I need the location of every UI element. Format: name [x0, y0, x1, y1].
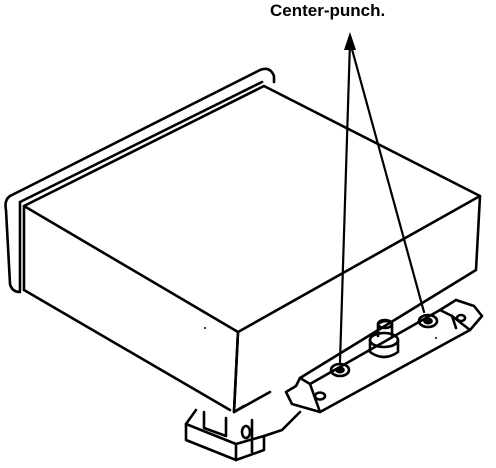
- plate-hole-edge: [455, 313, 467, 323]
- mounting-bracket: [184, 408, 302, 462]
- leader-arrowhead: [344, 32, 356, 50]
- leader-line-left: [338, 40, 352, 364]
- leader-line-right: [348, 40, 426, 314]
- punch-hole-right: [417, 313, 439, 329]
- plate-hole-small: [313, 391, 327, 401]
- callout-leaders: [338, 40, 426, 364]
- punch-hole-left: [329, 362, 351, 378]
- mounting-plate: [284, 298, 484, 414]
- center-punch-label: Center-punch.: [270, 1, 386, 20]
- control-unit-box: [4, 67, 482, 414]
- bracket-hole: [240, 424, 252, 440]
- mounting-stud: [368, 318, 400, 359]
